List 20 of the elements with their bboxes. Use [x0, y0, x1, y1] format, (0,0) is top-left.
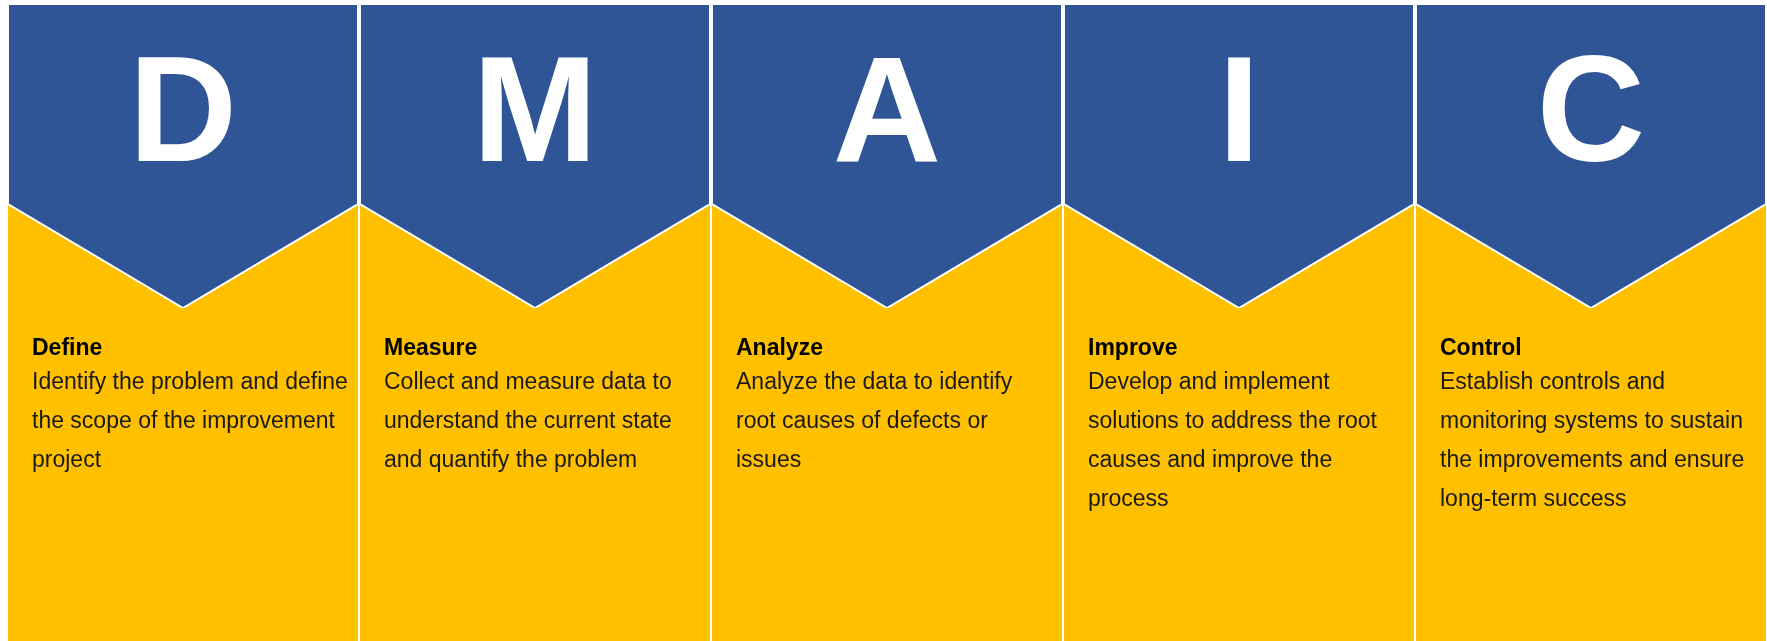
step-title: Measure [384, 333, 479, 362]
step-column [358, 4, 710, 641]
step-column [8, 4, 358, 641]
step-column [1062, 4, 1414, 641]
step-letter: I [1217, 34, 1261, 184]
step-column [1414, 4, 1766, 641]
step-description: Analyze the data to identify root causes of defects or issues [736, 367, 1014, 474]
step-title: Define [32, 333, 104, 362]
step-letter: A [831, 34, 943, 184]
step-title: Control [1440, 333, 1523, 362]
step-letter: C [1535, 34, 1647, 184]
step-title: Improve [1088, 333, 1179, 362]
step-description: Establish controls and monitoring systems to sustain the improvements and ensure long-term success [1440, 367, 1746, 513]
step-description: Collect and measure data to understand the current state and quantify the problem [384, 367, 673, 474]
step-letter: D [127, 34, 239, 184]
step-description: Identify the problem and define the scope of the improvement project [32, 367, 349, 474]
step-letter: M [471, 34, 599, 184]
step-column [710, 4, 1062, 641]
step-description: Develop and implement solutions to address the root causes and improve the process [1088, 367, 1378, 513]
step-title: Analyze [736, 333, 824, 362]
